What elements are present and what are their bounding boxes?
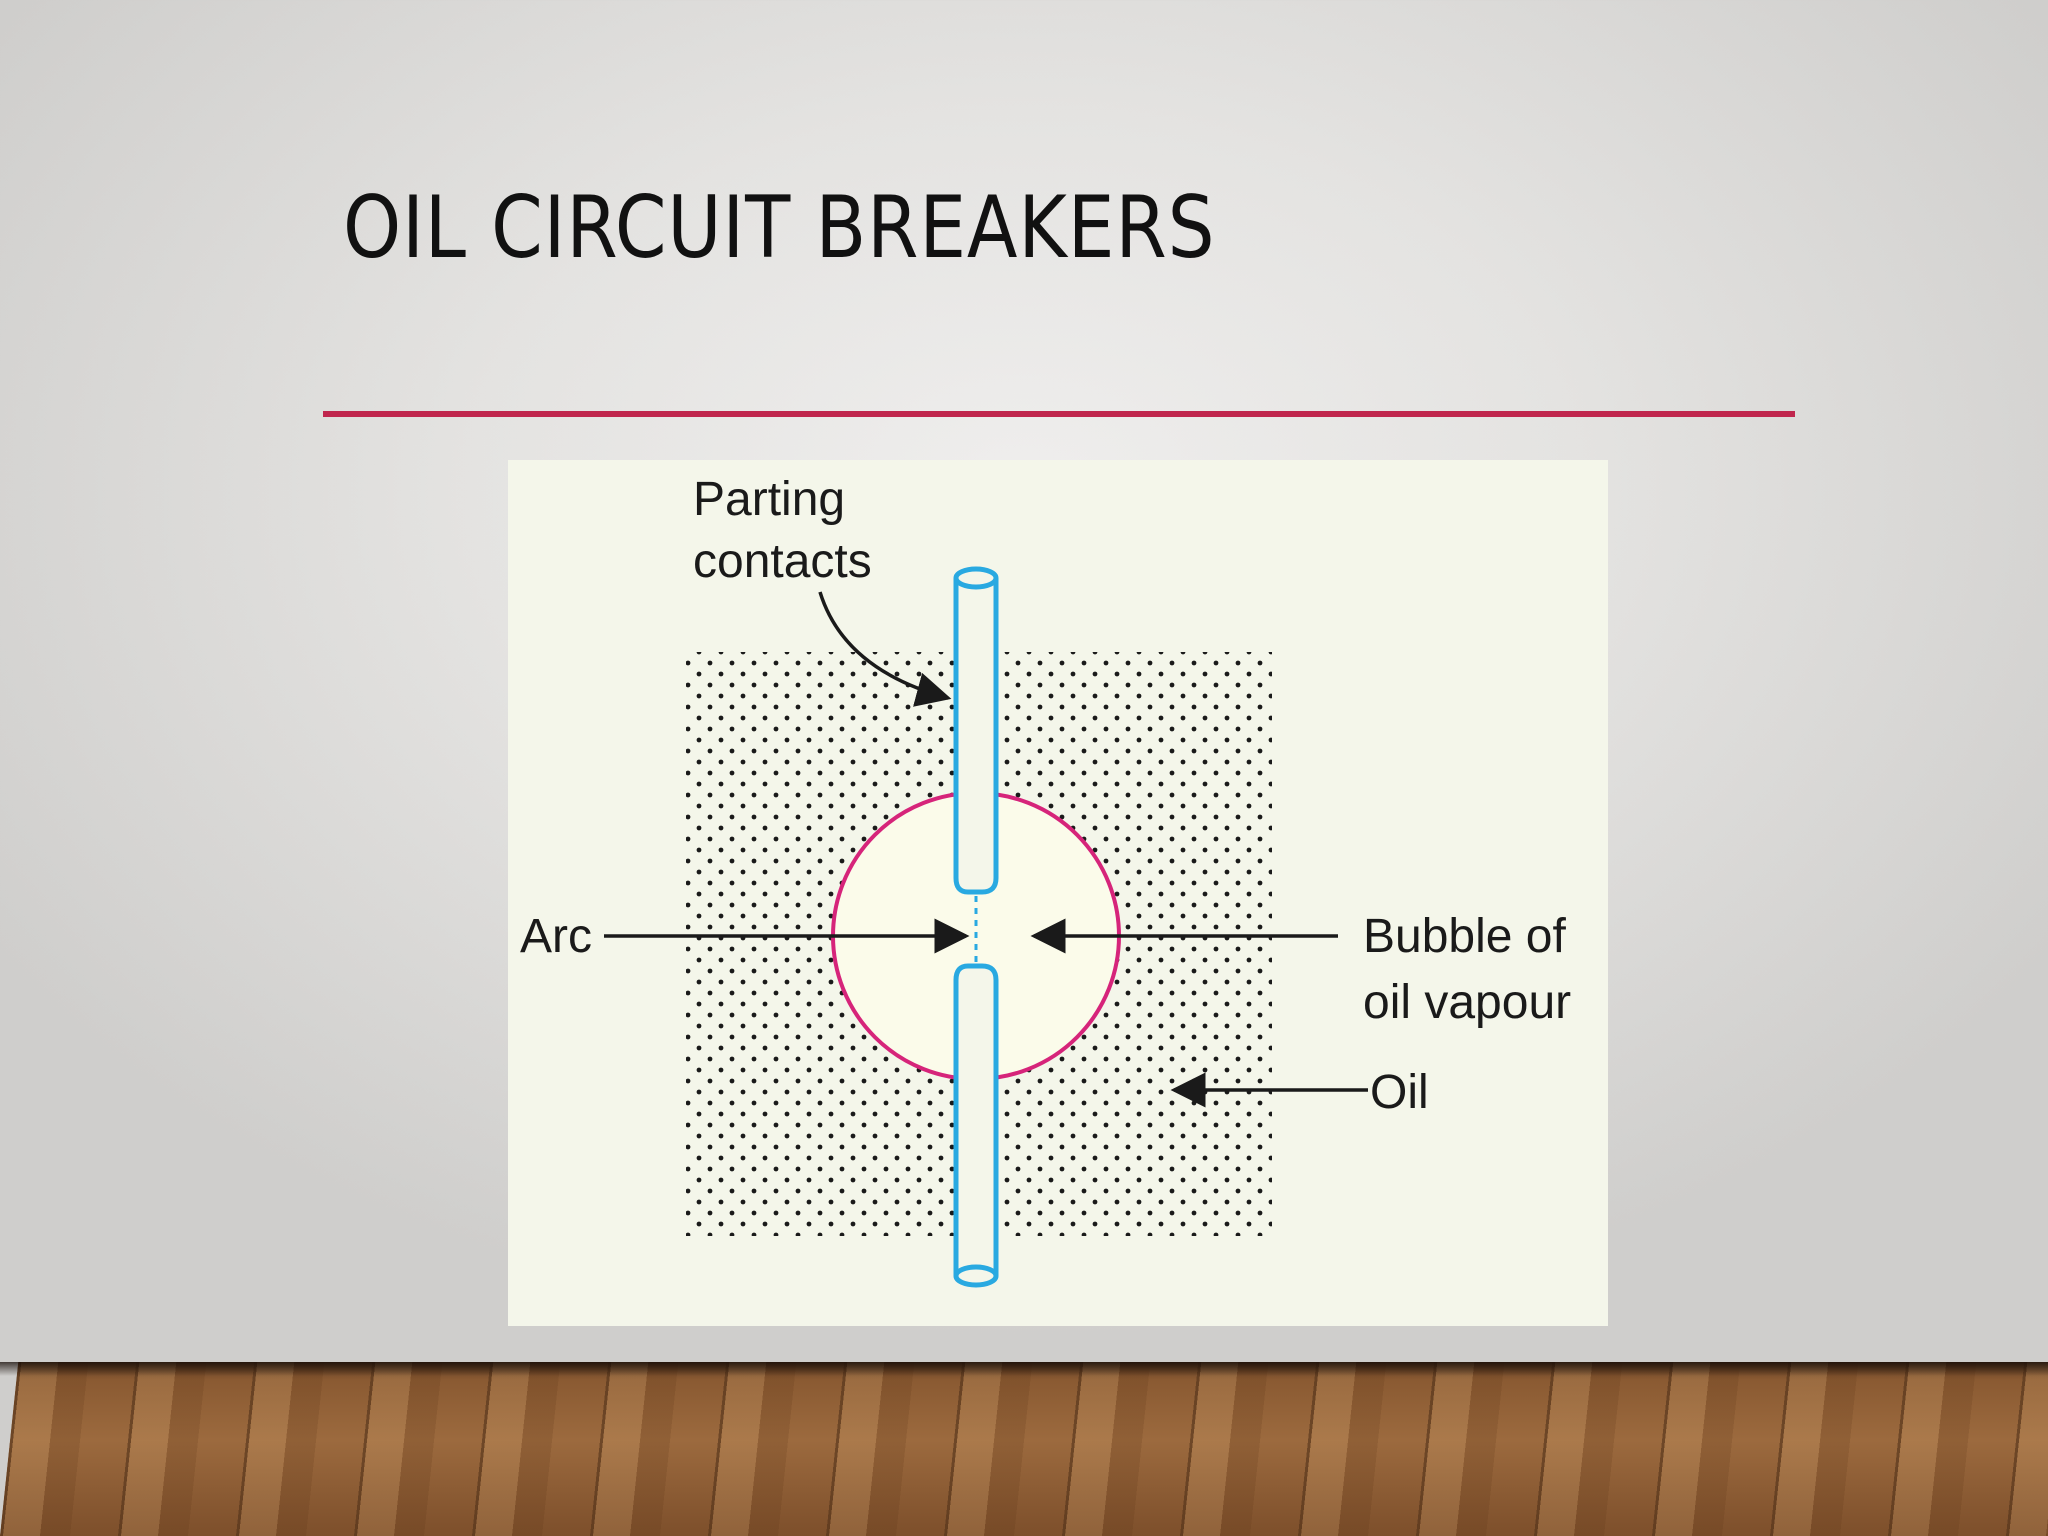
upper-contact xyxy=(953,566,999,895)
oil-label: Oil xyxy=(1370,1066,1429,1119)
floor-shadow xyxy=(0,1362,2048,1376)
parting-contacts-label-line1: Parting xyxy=(693,473,845,526)
arc-label: Arc xyxy=(520,910,592,963)
lower-contact xyxy=(953,963,999,1288)
parting-contacts-label-line2: contacts xyxy=(693,535,872,588)
oil-circuit-breaker-diagram: Parting contacts Arc Bubble of oil vapou… xyxy=(508,460,1608,1326)
bubble-label-line2: oil vapour xyxy=(1363,976,1571,1029)
bubble-label-line1: Bubble of xyxy=(1363,910,1566,963)
parting-contacts-arrow xyxy=(818,591,952,707)
wooden-floor xyxy=(0,1362,2048,1536)
title-divider xyxy=(323,411,1795,417)
slide-title: OIL CIRCUIT BREAKERS xyxy=(343,178,1216,278)
